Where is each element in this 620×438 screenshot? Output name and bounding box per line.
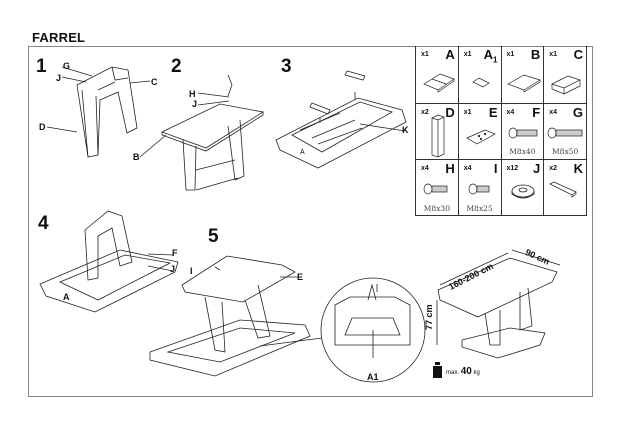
part-qty: x1 (421, 51, 429, 58)
part-size: M8x30 (423, 204, 450, 213)
step2-label-h: H (189, 89, 196, 99)
max-load-value: 40 (460, 366, 472, 377)
weight-icon (433, 366, 442, 378)
step1-label-g: G (63, 61, 71, 71)
step-number-1: 1 (36, 56, 47, 77)
step4-assembly-drawing (39, 210, 179, 313)
part-letter: J (533, 161, 541, 176)
step1-label-c: C (151, 77, 158, 87)
part-k: x2 K (544, 160, 587, 216)
part-qty: x1 (549, 51, 558, 58)
part-letter: A1 (483, 47, 498, 65)
part-j: x12 J (502, 160, 545, 216)
part-qty: x2 (421, 109, 429, 116)
step-number-3: 3 (281, 56, 292, 77)
part-a: x1 A (416, 46, 459, 104)
step3-label-k: K (402, 125, 409, 135)
part-qty: x4 (421, 165, 429, 172)
step4-label-f: F (172, 248, 178, 258)
part-letter: I (493, 161, 498, 176)
part-g: x4 G M8x50 (544, 104, 587, 160)
instructions-frame (28, 46, 593, 397)
step-number-4: 4 (38, 213, 49, 234)
frame-box-icon (551, 75, 582, 95)
part-qty: x1 (506, 51, 515, 58)
part-d: x2 D (416, 104, 459, 160)
step2-label-j: J (192, 99, 198, 109)
step5-assembly-drawing (149, 255, 323, 377)
part-qty: x4 (549, 109, 558, 116)
step4-label-a: A (63, 292, 70, 302)
step2-label-b: B (133, 152, 140, 162)
step5-label-e: E (297, 272, 304, 282)
step1-label-d: D (39, 122, 46, 132)
max-load-prefix: max. (446, 370, 460, 376)
detail-circle-drawing (320, 277, 426, 383)
step1-leg-drawing (46, 66, 151, 158)
part-qty: x4 (463, 165, 472, 172)
plate-icon (506, 74, 541, 93)
part-h: x4 H M8x30 (416, 160, 459, 216)
part-c: x1 C (544, 46, 587, 104)
part-letter: C (573, 47, 583, 62)
part-e: x1 E (458, 104, 502, 160)
step3-top-drawing (275, 70, 407, 169)
bolt-icon (423, 183, 448, 195)
part-qty: x4 (506, 109, 515, 116)
detail-label-a1: A1 (367, 372, 379, 382)
part-qty: x2 (549, 165, 558, 172)
step5-label-i: I (190, 266, 193, 276)
part-qty: x12 (506, 165, 519, 172)
mounting-plate-icon (465, 129, 496, 145)
part-letter: A (445, 47, 455, 62)
part-letter: D (445, 105, 455, 120)
max-load-unit: kg (473, 370, 480, 376)
part-letter: B (530, 47, 541, 62)
extension-panel-icon (472, 77, 490, 88)
part-letter: E (488, 105, 498, 120)
step-number-2: 2 (171, 56, 182, 77)
leg-icon (431, 114, 445, 158)
part-letter: K (573, 161, 583, 176)
step3-label-a: A (300, 149, 305, 156)
bolt-icon (508, 127, 537, 139)
document-title: FARREL (32, 30, 86, 45)
step4-label-j: J (170, 264, 176, 274)
part-size: M8x50 (552, 147, 579, 156)
step1-label-j: J (56, 73, 62, 83)
bracket-icon (549, 181, 577, 198)
part-size: M8x40 (509, 147, 536, 156)
part-qty: x1 (463, 51, 472, 58)
step-number-5: 5 (208, 226, 219, 247)
part-a1: x1 A1 (458, 46, 502, 104)
part-qty: x1 (463, 109, 472, 116)
part-i: x4 I M8x25 (459, 160, 502, 216)
parts-list: x1 A x1 A1 x1 B x1 C x2 D x1 E x4 F M8x4… (415, 46, 587, 216)
dimension-height: 77 cm (424, 304, 434, 330)
step2-plate-drawing (139, 74, 265, 191)
bolt-icon (468, 183, 490, 195)
table-top-icon (423, 73, 455, 93)
part-size: M8x25 (466, 204, 493, 213)
part-letter: G (572, 105, 583, 120)
max-load: max. 40 kg (446, 366, 480, 377)
overview-table-drawing (436, 249, 561, 359)
washer-icon (511, 184, 534, 199)
part-letter: F (532, 105, 541, 120)
part-b: x1 B (501, 46, 545, 104)
part-letter: H (445, 161, 455, 176)
bolt-icon (547, 127, 583, 139)
part-f: x4 F M8x40 (501, 104, 545, 160)
